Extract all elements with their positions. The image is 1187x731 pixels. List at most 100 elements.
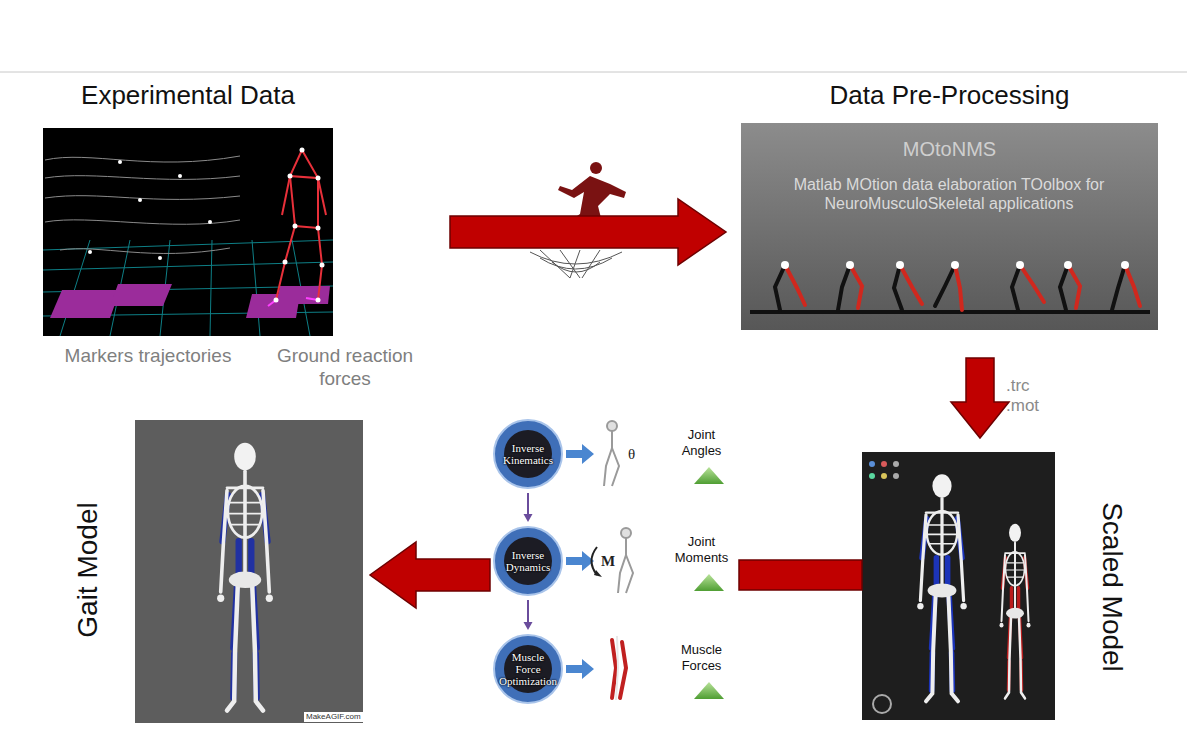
illustration-part-part bbox=[274, 298, 279, 303]
illustration-part-part bbox=[318, 178, 326, 215]
illustration-part bbox=[566, 444, 594, 679]
illustration-part-part bbox=[566, 444, 594, 464]
illustration-part-part bbox=[785, 265, 805, 305]
illustration-part bbox=[276, 286, 330, 304]
illustration-part bbox=[873, 695, 891, 713]
illustration-part bbox=[110, 284, 172, 306]
illustration-part bbox=[741, 123, 1158, 330]
panel-node: Gait Model bbox=[70, 420, 365, 725]
illustration-part-part bbox=[846, 261, 854, 269]
illustration-part bbox=[0, 72, 1187, 73]
illustration-part-part bbox=[276, 226, 295, 300]
illustration-part-part bbox=[951, 261, 959, 269]
illustration-part-part bbox=[43, 262, 333, 270]
illustration-part-part bbox=[781, 261, 789, 269]
illustration-part bbox=[781, 261, 1129, 269]
panel-heading: Data Pre-Processing bbox=[741, 80, 1158, 111]
step-name: Inverse Dynamics bbox=[498, 549, 558, 573]
illustration-part-part bbox=[617, 636, 618, 668]
illustration-part-part bbox=[290, 176, 318, 228]
illustration-part bbox=[1000, 524, 1031, 699]
panel-caption: Markers trajectories bbox=[43, 345, 253, 368]
illustration-part bbox=[694, 467, 724, 484]
illustration-part-part bbox=[935, 265, 955, 306]
illustration-part-part bbox=[552, 262, 600, 272]
illustration-part-part bbox=[1016, 261, 1024, 269]
step-arrow bbox=[524, 600, 533, 630]
edge-label: .trc .mot bbox=[1006, 376, 1046, 417]
watermark: MakeAGIF.com bbox=[304, 712, 363, 722]
illustration-part-part bbox=[607, 421, 617, 431]
illustration-part-part bbox=[1060, 265, 1068, 310]
illustration-part-part bbox=[621, 528, 631, 538]
illustration-part-part bbox=[616, 668, 618, 700]
step-output: Joint Moments bbox=[673, 534, 730, 565]
illustration-part-part bbox=[955, 265, 962, 310]
illustration-part-part bbox=[45, 156, 240, 162]
illustration-part bbox=[135, 420, 363, 723]
illustration-part-part bbox=[494, 420, 562, 488]
illustration-part bbox=[604, 421, 619, 486]
illustration-part-part bbox=[293, 224, 298, 229]
illustration-part-part bbox=[45, 176, 240, 180]
vertical-heading: Gait Model bbox=[71, 502, 105, 637]
panel-node: Scaled Model bbox=[862, 452, 1137, 722]
illustration-part-part bbox=[60, 240, 90, 336]
illustration-part-part bbox=[138, 198, 142, 202]
illustration-part-part bbox=[316, 176, 321, 181]
toolbox-name: MOtoNMS bbox=[741, 137, 1158, 161]
illustration-part-part bbox=[158, 256, 162, 260]
illustration-part-part bbox=[1112, 265, 1125, 310]
illustration-part bbox=[43, 128, 333, 336]
illustration-part-part bbox=[252, 240, 260, 336]
illustration-part bbox=[88, 160, 212, 260]
illustration-part bbox=[268, 298, 318, 306]
illustration-part-part bbox=[288, 174, 293, 179]
illustration-part bbox=[694, 574, 724, 591]
process-step: Inverse KinematicsJoint Angles bbox=[495, 415, 735, 493]
illustration-part-part bbox=[611, 431, 613, 448]
illustration-part-part bbox=[1125, 265, 1140, 306]
step-arrow bbox=[524, 493, 533, 522]
illustration-part-part bbox=[316, 226, 321, 231]
illustration-part bbox=[869, 461, 899, 479]
illustration-part bbox=[694, 682, 724, 699]
illustration-part-part bbox=[45, 220, 240, 224]
illustration-part-part bbox=[894, 265, 902, 310]
illustration-part-part bbox=[590, 162, 602, 174]
illustration-part-part bbox=[850, 265, 862, 308]
flow-arrow bbox=[370, 542, 490, 608]
illustration-part-part bbox=[620, 642, 626, 698]
illustration-part-part bbox=[604, 448, 612, 486]
illustration-part-part bbox=[618, 555, 626, 593]
panel-heading: Experimental Data bbox=[43, 80, 333, 111]
illustration-part-part bbox=[290, 150, 318, 178]
illustration-part-part bbox=[60, 248, 230, 253]
illustration-part-part bbox=[118, 160, 122, 164]
illustration-part-part bbox=[893, 473, 899, 479]
illustration-part-part bbox=[300, 148, 305, 153]
illustration-part-part bbox=[625, 538, 627, 555]
illustration-part-part bbox=[316, 298, 321, 303]
illustration-part-part bbox=[1020, 265, 1044, 302]
illustration-part-part bbox=[566, 551, 594, 571]
illustration-part bbox=[594, 570, 602, 577]
panel-caption: Ground reaction forces bbox=[260, 345, 430, 391]
illustration-part-part bbox=[881, 473, 887, 479]
illustration-part bbox=[616, 636, 618, 700]
illustration-part bbox=[862, 452, 1055, 720]
illustration-part-part bbox=[494, 635, 562, 703]
illustration-part-part bbox=[775, 265, 785, 310]
illustration-part-part bbox=[283, 260, 288, 265]
flow-arrow bbox=[450, 199, 726, 265]
illustration-part-part bbox=[626, 555, 633, 593]
illustration-part-part bbox=[178, 174, 182, 178]
illustration-part-part bbox=[540, 250, 570, 278]
flow-bar bbox=[739, 560, 862, 590]
step-name: Inverse Kinematics bbox=[498, 442, 558, 466]
illustration-part-part bbox=[1012, 265, 1020, 310]
panel-node: Experimental DataMarkers trajectories Gro… bbox=[20, 75, 435, 405]
illustration-part-part bbox=[88, 250, 92, 254]
